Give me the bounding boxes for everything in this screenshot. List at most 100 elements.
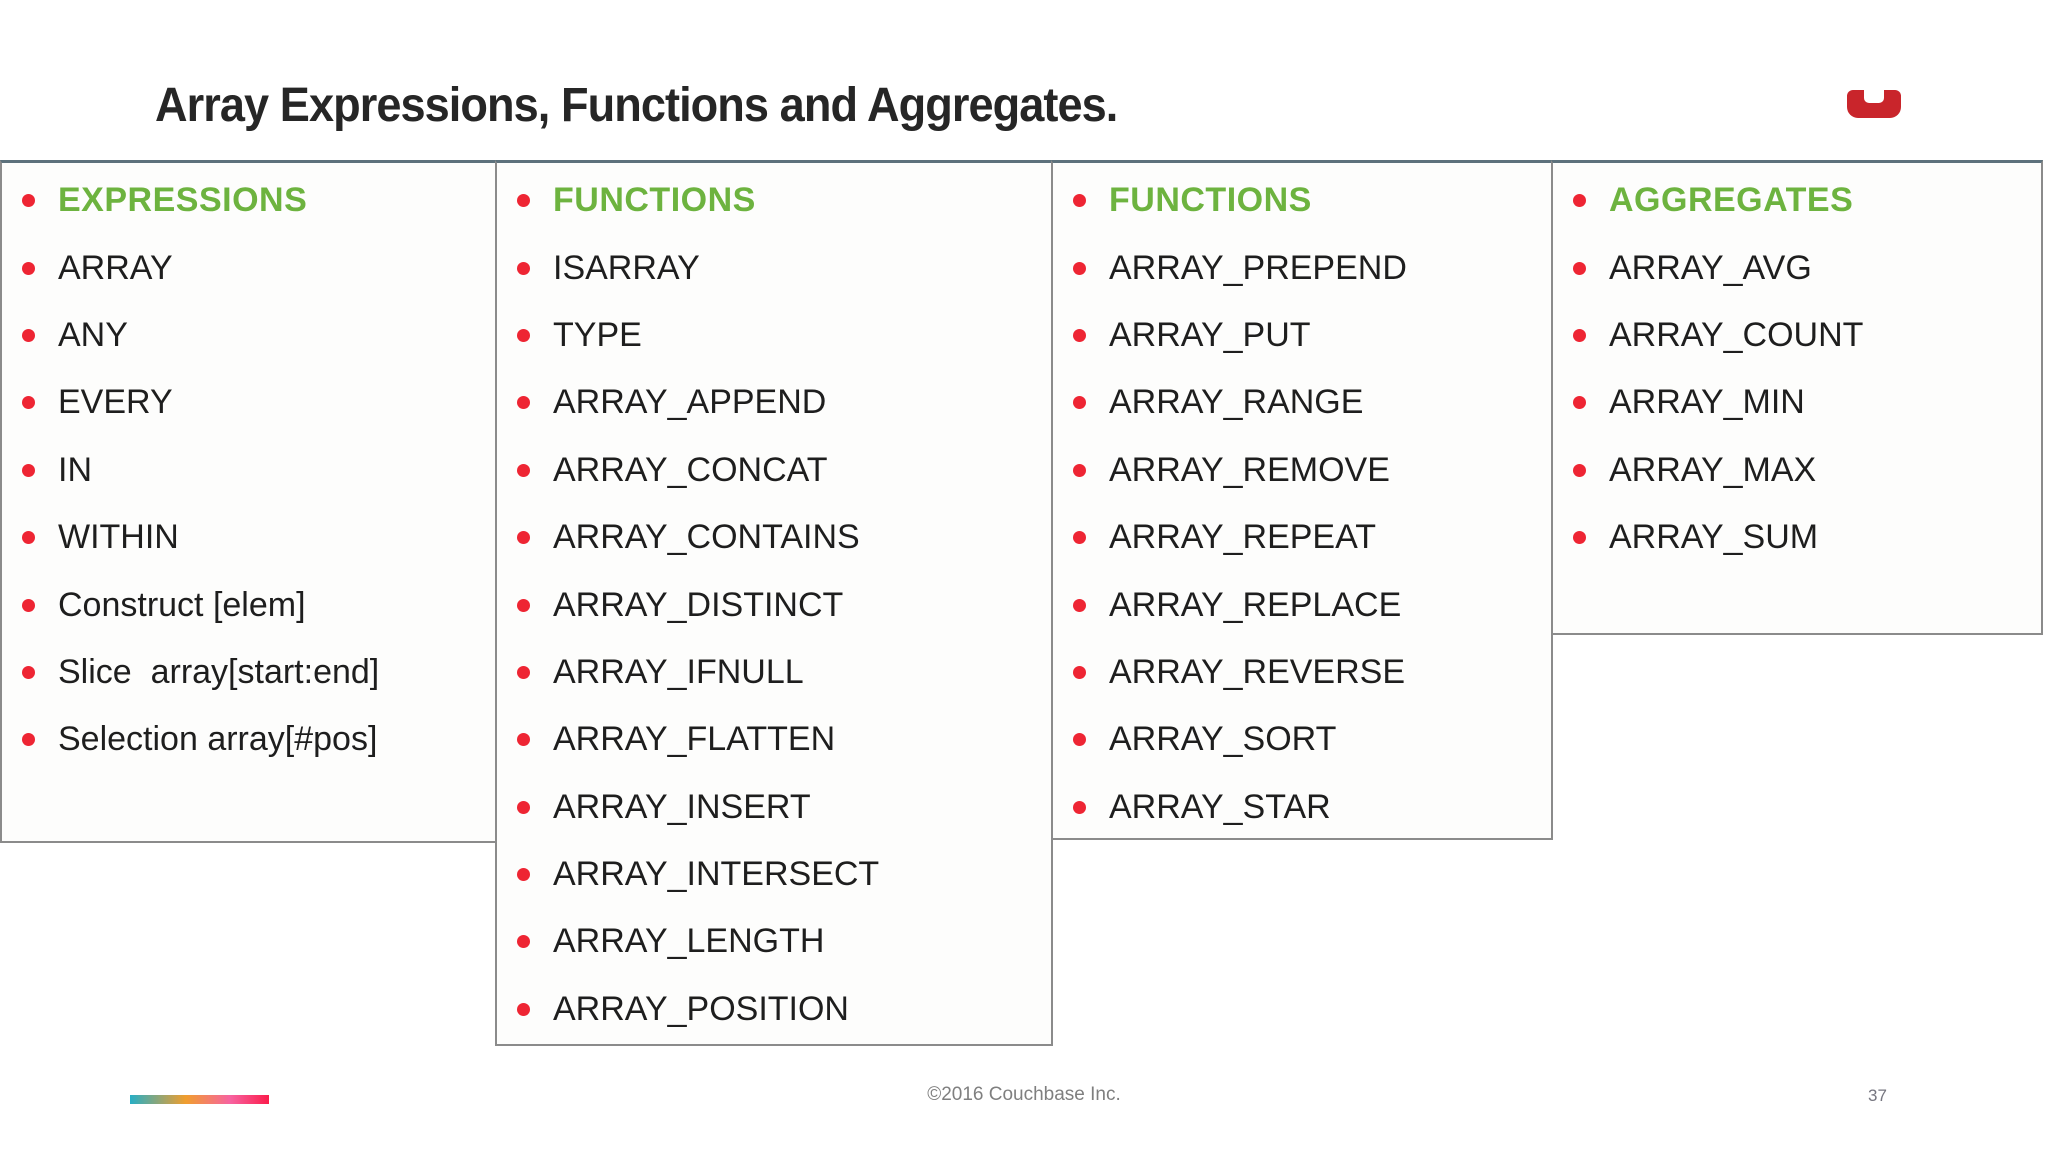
list-item-label: ARRAY_APPEND <box>553 383 827 422</box>
functions-list-1: FUNCTIONS ISARRAY TYPE ARRAY_APPEND ARRAY_CO… <box>497 163 1051 1043</box>
bullet-icon <box>1073 665 1086 679</box>
bullet-icon <box>1573 194 1586 208</box>
bullet-icon <box>22 261 35 275</box>
list-item: EVERY <box>2 369 495 436</box>
list-item-label: Slice array[start:end] <box>58 652 380 691</box>
list-item: ARRAY_INTERSECT <box>497 841 1051 908</box>
bullet-icon <box>1073 328 1086 342</box>
footer-gradient-bar <box>130 1095 269 1104</box>
bullet-icon <box>22 194 35 208</box>
list-item: ARRAY_LENGTH <box>497 908 1051 975</box>
column-header: FUNCTIONS <box>497 167 1051 234</box>
list-item: ISARRAY <box>497 234 1051 301</box>
copyright-text: ©2016 Couchbase Inc. <box>927 1084 1121 1105</box>
list-item-label: TYPE <box>553 315 642 354</box>
bullet-icon <box>1073 733 1086 747</box>
list-item: ARRAY_IFNULL <box>497 639 1051 706</box>
list-item-label: ARRAY_MAX <box>1609 450 1817 489</box>
list-item: IN <box>2 437 495 504</box>
bullet-icon <box>22 598 35 612</box>
list-item-label: ARRAY_FLATTEN <box>553 720 836 759</box>
column-header: AGGREGATES <box>1553 167 2041 234</box>
list-item: ARRAY_REMOVE <box>1053 437 1551 504</box>
list-item: ARRAY_DISTINCT <box>497 571 1051 638</box>
bullet-icon <box>22 328 35 342</box>
list-item: ARRAY_FLATTEN <box>497 706 1051 773</box>
list-item-label: Selection array[#pos] <box>58 720 378 759</box>
list-item-label: ARRAY_MIN <box>1609 383 1805 422</box>
list-item: ARRAY_CONTAINS <box>497 504 1051 571</box>
list-item: Construct [elem] <box>2 571 495 638</box>
column-header-label: FUNCTIONS <box>553 181 756 220</box>
bullet-icon <box>1073 598 1086 612</box>
list-item: ARRAY_APPEND <box>497 369 1051 436</box>
bullet-icon <box>1073 261 1086 275</box>
bullet-icon <box>1573 261 1586 275</box>
list-item: ARRAY_STAR <box>1053 774 1551 841</box>
list-item: TYPE <box>497 302 1051 369</box>
list-item-label: IN <box>58 450 92 489</box>
bullet-icon <box>517 463 530 477</box>
bullet-icon <box>517 665 530 679</box>
aggregates-list: AGGREGATES ARRAY_AVG ARRAY_COUNT ARRAY_MIN A… <box>1553 163 2041 571</box>
list-item: ARRAY_PUT <box>1053 302 1551 369</box>
bullet-icon <box>22 531 35 545</box>
list-item-label: EVERY <box>58 383 173 422</box>
bullet-icon <box>517 396 530 410</box>
list-item: ARRAY_REVERSE <box>1053 639 1551 706</box>
list-item-label: ARRAY_REPEAT <box>1109 518 1377 557</box>
bullet-icon <box>22 733 35 747</box>
list-item-label: ARRAY_PUT <box>1109 315 1311 354</box>
list-item-label: ARRAY_CONTAINS <box>553 518 860 557</box>
bullet-icon <box>517 1002 530 1016</box>
list-item: ANY <box>2 302 495 369</box>
list-item: ARRAY_PREPEND <box>1053 234 1551 301</box>
couch-notch <box>1864 90 1884 103</box>
page-number: 37 <box>1868 1086 1887 1105</box>
column-header-label: EXPRESSIONS <box>58 181 308 220</box>
list-item: ARRAY_COUNT <box>1553 302 2041 369</box>
list-item-label: ARRAY_AVG <box>1609 248 1812 287</box>
bullet-icon <box>517 531 530 545</box>
list-item-label: ARRAY_DISTINCT <box>553 585 844 624</box>
list-item-label: ARRAY_POSITION <box>553 989 849 1028</box>
couchbase-logo-icon <box>1847 90 1901 118</box>
list-item-label: ARRAY_INSERT <box>553 787 811 826</box>
list-item: WITHIN <box>2 504 495 571</box>
list-item: ARRAY_MAX <box>1553 437 2041 504</box>
list-item-label: ARRAY_REMOVE <box>1109 450 1390 489</box>
bullet-icon <box>517 598 530 612</box>
bullet-icon <box>1573 463 1586 477</box>
expressions-list: EXPRESSIONS ARRAY ANY EVERY IN WITHIN Construc… <box>2 163 495 774</box>
column-header: FUNCTIONS <box>1053 167 1551 234</box>
list-item: ARRAY_SORT <box>1053 706 1551 773</box>
list-item-label: ARRAY_LENGTH <box>553 922 825 961</box>
list-item-label: ARRAY <box>58 248 173 287</box>
bullet-icon <box>517 935 530 949</box>
bullet-icon <box>1073 531 1086 545</box>
list-item-label: ARRAY_COUNT <box>1609 315 1864 354</box>
list-item: ARRAY_INSERT <box>497 774 1051 841</box>
slide-title: Array Expressions, Functions and Aggrega… <box>155 79 1118 132</box>
list-item-label: ARRAY_REVERSE <box>1109 652 1406 691</box>
list-item: ARRAY_REPLACE <box>1053 571 1551 638</box>
bullet-icon <box>1073 463 1086 477</box>
list-item-label: ARRAY_RANGE <box>1109 383 1364 422</box>
list-item-label: ARRAY_CONCAT <box>553 450 828 489</box>
bullet-icon <box>22 665 35 679</box>
list-item: ARRAY_REPEAT <box>1053 504 1551 571</box>
list-item: ARRAY_POSITION <box>497 976 1051 1043</box>
list-item-label: ARRAY_STAR <box>1109 787 1331 826</box>
aggregates-box: AGGREGATES ARRAY_AVG ARRAY_COUNT ARRAY_MIN A… <box>1551 160 2043 635</box>
column-header-label: FUNCTIONS <box>1109 181 1312 220</box>
functions-box-2: FUNCTIONS ARRAY_PREPEND ARRAY_PUT ARRAY_RAN… <box>1051 160 1553 840</box>
bullet-icon <box>517 733 530 747</box>
expressions-box: EXPRESSIONS ARRAY ANY EVERY IN WITHIN Construc… <box>0 160 497 843</box>
list-item-label: Construct [elem] <box>58 585 306 624</box>
functions-list-2: FUNCTIONS ARRAY_PREPEND ARRAY_PUT ARRAY_RAN… <box>1053 163 1551 841</box>
list-item-label: ARRAY_SUM <box>1609 518 1819 557</box>
bullet-icon <box>517 328 530 342</box>
bullet-icon <box>517 868 530 882</box>
list-item-label: ARRAY_INTERSECT <box>553 855 880 894</box>
list-item: Slice array[start:end] <box>2 639 495 706</box>
